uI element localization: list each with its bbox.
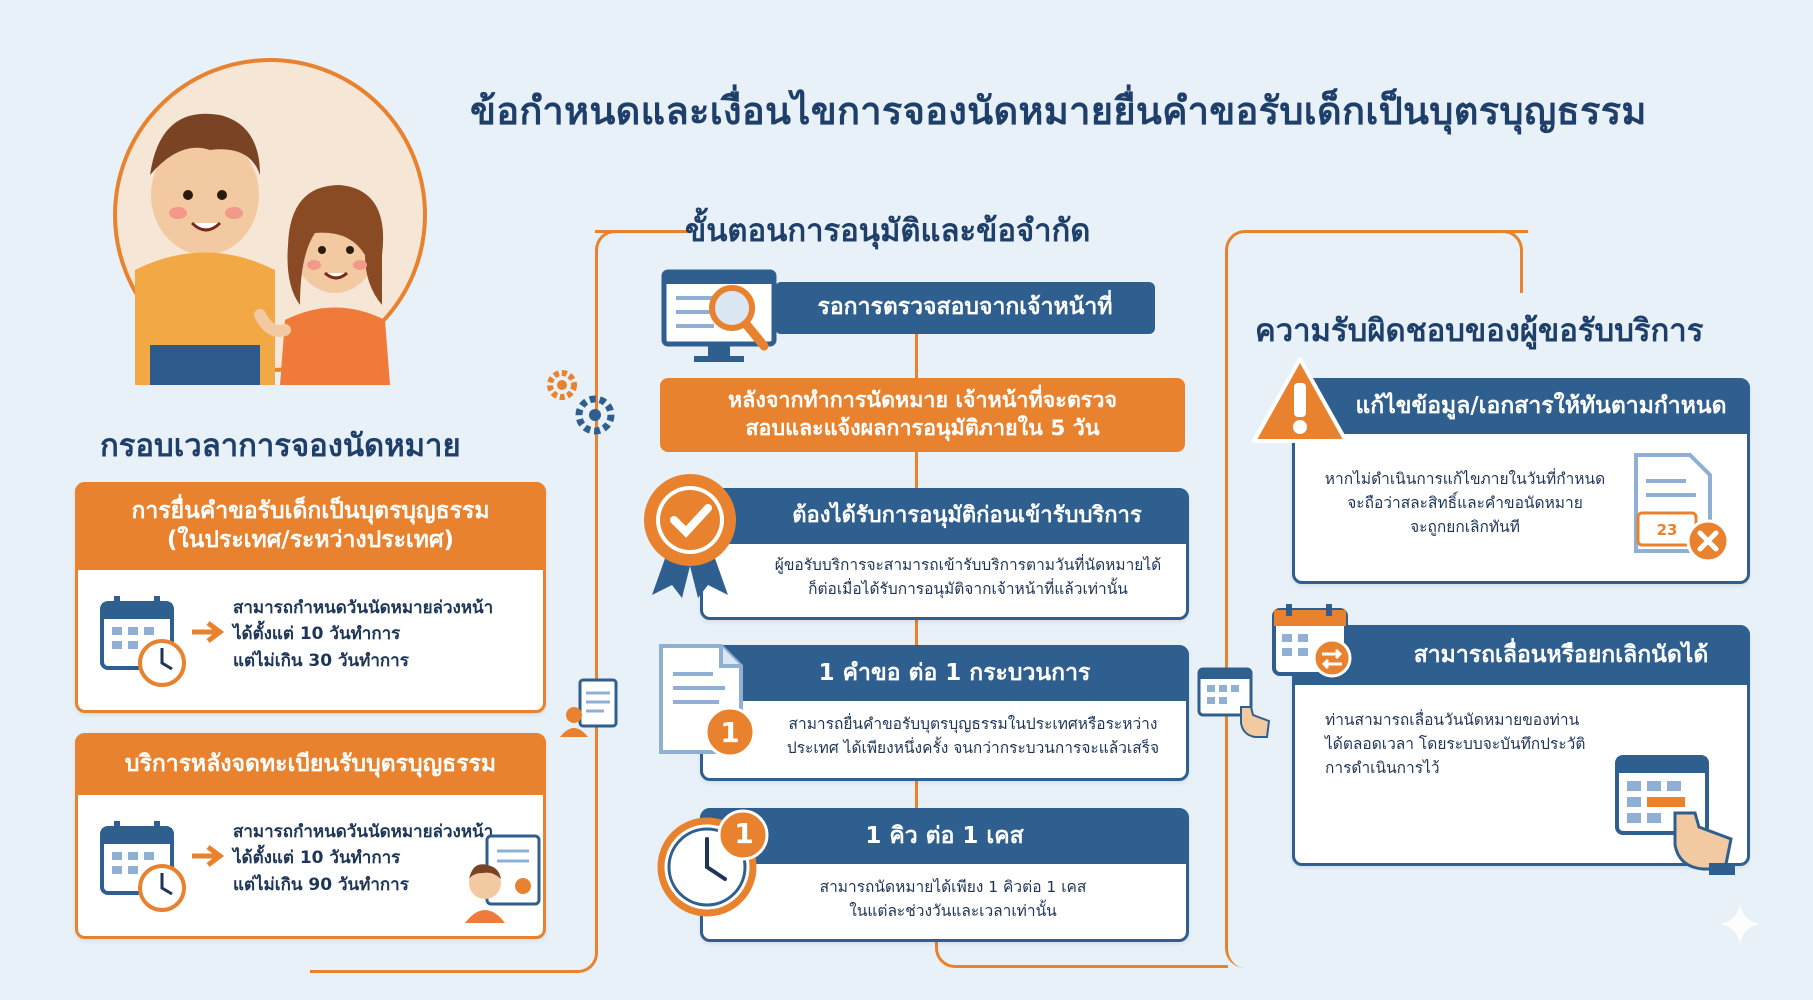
child-certificate-icon [465, 834, 541, 923]
connector-line-middle-top [595, 230, 690, 233]
body-line2: ประเทศ ได้เพียงหนึ่งครั้ง จนกว่ากระบวนกา… [786, 739, 1160, 758]
arrow-right-icon [192, 845, 225, 867]
document-person-icon [560, 678, 618, 737]
calendar-click-icon [1615, 755, 1735, 875]
calendar-clock-icon [100, 596, 186, 687]
monitor-search-icon [661, 269, 777, 362]
page-title: ข้อกำหนดและเงื่อนไขการจองนัดหมายยื่นคำขอ… [470, 89, 1647, 133]
approval-required-card: ต้องได้รับการอนุมัติก่อนเข้ารับบริการ ผู… [700, 488, 1189, 620]
card-body: ท่านสามารถเลื่อนวันนัดหมายของท่าน ได้ตลอ… [1325, 708, 1605, 780]
middle-section-title: ขั้นตอนการอนุมัติและข้อจำกัด [685, 213, 1091, 249]
connector-line-right-top [1245, 230, 1523, 293]
connector-line-middle-left [595, 230, 628, 733]
card-header-line2: (ในประเทศ/ระหว่างประเทศ) [166, 527, 455, 553]
right-section-title: ความรับผิดชอบของผู้ขอรับบริการ [1255, 313, 1704, 349]
body-line1: สามารถกำหนดวันนัดหมายล่วงหน้า [233, 598, 494, 618]
body-line1: ท่านสามารถเลื่อนวันนัดหมายของท่าน [1325, 711, 1580, 729]
body-line1: สามารถกำหนดวันนัดหมายล่วงหน้า [233, 822, 494, 842]
booking-timeframe-card-post-registration: บริการหลังจดทะเบียนรับบุตรบุญธรรม สามารถ… [75, 733, 546, 939]
card-body: สามารถยื่นคำขอรับบุตรบุญธรรมในประเทศหรือ… [763, 712, 1183, 760]
card-header: ต้องได้รับการอนุมัติก่อนเข้ารับบริการ [700, 488, 1189, 544]
step1-detail-line1: หลังจากทำการนัดหมาย เจ้าหน้าที่จะตรวจ [727, 388, 1118, 414]
body-line2: ได้ตั้งแต่ 10 วันทำการ [233, 624, 401, 645]
body-line2: ก็ต่อเมื่อได้รับการอนุมัติจากเจ้าหน้าที่… [808, 580, 1128, 599]
card-body: สามารถกำหนดวันนัดหมายล่วงหน้า ได้ตั้งแต่… [233, 819, 533, 898]
body-line1: สามารถยื่นคำขอรับบุตรบุญธรรมในประเทศหรือ… [788, 715, 1158, 733]
sparkle-icon [1720, 904, 1760, 944]
body-line1: ผู้ขอรับบริการจะสามารถเข้ารับบริการตามวั… [774, 556, 1162, 574]
card-header: 1 คิว ต่อ 1 เคส [700, 808, 1189, 864]
body-line2: ได้ตลอดเวลา โดยระบบจะบันทึกประวัติ [1325, 735, 1586, 754]
card-header: แก้ไขข้อมูล/เอกสารให้ทันตามกำหนด [1292, 378, 1750, 434]
one-queue-per-case-card: 1 คิว ต่อ 1 เคส สามารถนัดหมายได้เพียง 1 … [700, 808, 1189, 942]
body-line1: สามารถนัดหมายได้เพียง 1 คิวต่อ 1 เคส [819, 878, 1087, 896]
clock-number-badge: 1 [734, 817, 754, 850]
approval-badge-icon [644, 474, 736, 598]
calendar-swap-icon [1272, 604, 1352, 678]
body-line2: ได้ตั้งแต่ 10 วันทำการ [233, 848, 401, 869]
booking-timeframe-card-adoption: การยื่นคำขอรับเด็กเป็นบุตรบุญธรรม (ในประ… [75, 482, 546, 713]
card-header: 1 คำขอ ต่อ 1 กระบวนการ [700, 645, 1189, 701]
warning-icon [1252, 357, 1348, 443]
connector-line-left [310, 640, 598, 973]
body-line3: จะถูกยกเลิกทันที [1410, 518, 1520, 537]
step1-detail: หลังจากทำการนัดหมาย เจ้าหน้าที่จะตรวจ สอ… [660, 378, 1185, 452]
arrow-right-icon [192, 621, 225, 643]
gears-icon [547, 370, 615, 435]
card-body: หากไม่ดำเนินการแก้ไขภายในวันที่กำหนด จะถ… [1315, 467, 1615, 539]
fix-documents-card: แก้ไขข้อมูล/เอกสารให้ทันตามกำหนด หากไม่ด… [1292, 378, 1750, 584]
card-header: สามารถเลื่อนหรือยกเลิกนัดได้ [1292, 625, 1750, 685]
body-line2: จะถือว่าสละสิทธิ์และคำขอนัดหมาย [1347, 494, 1583, 513]
calendar-clock-icon [100, 821, 186, 912]
body-line1: หากไม่ดำเนินการแก้ไขภายในวันที่กำหนด [1324, 470, 1606, 488]
card-header: การยื่นคำขอรับเด็กเป็นบุตรบุญธรรม (ในประ… [75, 482, 546, 570]
card-body: สามารถนัดหมายได้เพียง 1 คิวต่อ 1 เคส ในแ… [743, 875, 1163, 923]
connector-line-middle-bottom [935, 935, 1228, 968]
body-line3: แต่ไม่เกิน 90 วันทำการ [233, 874, 409, 895]
clock-number-icon [657, 809, 769, 917]
card-header-line1: การยื่นคำขอรับเด็กเป็นบุตรบุญธรรม [131, 498, 490, 525]
cancelled-document-icon [1634, 453, 1730, 563]
reschedule-card: สามารถเลื่อนหรือยกเลิกนัดได้ ท่านสามารถเ… [1292, 625, 1750, 875]
number-badge: 1 [720, 716, 739, 749]
step1-detail-line2: สอบและแจ้งผลการอนุมัติภายใน 5 วัน [745, 416, 1100, 441]
left-section-title: กรอบเวลาการจองนัดหมาย [100, 428, 461, 464]
body-line3: การดำเนินการไว้ [1325, 759, 1440, 778]
card-header: บริการหลังจดทะเบียนรับบุตรบุญธรรม [75, 733, 546, 795]
body-line2: ในแต่ละช่วงวันและเวลาเท่านั้น [849, 902, 1057, 921]
one-request-per-process-card: 1 คำขอ ต่อ 1 กระบวนการ สามารถยื่นคำขอรับ… [700, 645, 1189, 781]
calendar-number: 23 [1656, 521, 1678, 539]
card-body: สามารถกำหนดวันนัดหมายล่วงหน้า ได้ตั้งแต่… [233, 595, 533, 674]
body-line3: แต่ไม่เกิน 30 วันทำการ [233, 650, 409, 671]
calendar-touch-icon [1197, 667, 1271, 738]
step1-label: รอการตรวจสอบจากเจ้าหน้าที่ [775, 282, 1155, 334]
document-number-icon: 1 [659, 644, 756, 758]
card-body: ผู้ขอรับบริการจะสามารถเข้ารับบริการตามวั… [763, 553, 1173, 601]
children-illustration [113, 58, 427, 385]
